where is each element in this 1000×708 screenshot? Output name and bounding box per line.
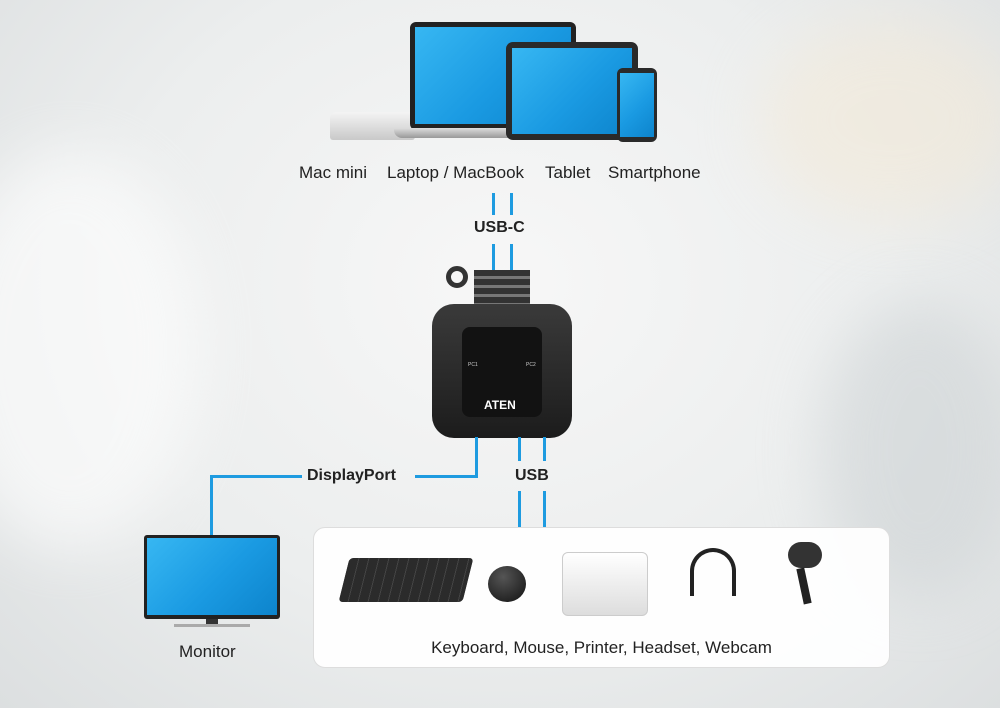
bg-blur (760, 20, 1000, 220)
mouse-image (488, 566, 526, 602)
label-peripherals: Keyboard, Mouse, Printer, Headset, Webca… (431, 638, 772, 657)
port-label-pc1: PC1 (468, 362, 478, 368)
label-monitor: Monitor (179, 642, 236, 661)
aten-logo: ATEN (484, 398, 516, 412)
tablet-image (506, 42, 638, 140)
label-laptop: Laptop / MacBook (387, 163, 525, 182)
usb-c-line (492, 244, 495, 272)
monitor-image (144, 535, 280, 630)
label-smartphone: Smartphone (608, 163, 701, 182)
peripherals-panel: Keyboard, Mouse, Printer, Headset, Webca… (313, 527, 890, 668)
usb-line (543, 491, 546, 528)
kvm-switch-device: PC1 PC2 ATEN (432, 262, 572, 440)
label-tablet: Tablet (545, 163, 591, 182)
bg-blur (0, 150, 200, 550)
label-usb-c: USB-C (474, 219, 525, 236)
label-usb: USB (515, 467, 549, 484)
keyboard-image (338, 558, 474, 602)
headset-image (690, 548, 736, 596)
port-label-pc2: PC2 (526, 362, 536, 368)
label-mac-mini: Mac mini (299, 163, 368, 182)
webcam-image (788, 542, 822, 568)
displayport-line (210, 475, 213, 537)
smartphone-image (617, 68, 657, 142)
displayport-line (415, 475, 478, 478)
usb-line (518, 437, 521, 461)
usb-c-line (510, 244, 513, 272)
usb-line (518, 491, 521, 528)
printer-image (562, 552, 648, 616)
usb-c-line (510, 193, 513, 215)
label-displayport: DisplayPort (307, 467, 396, 484)
usb-c-line (492, 193, 495, 215)
usb-line (543, 437, 546, 461)
displayport-line (475, 437, 478, 478)
displayport-line (210, 475, 302, 478)
